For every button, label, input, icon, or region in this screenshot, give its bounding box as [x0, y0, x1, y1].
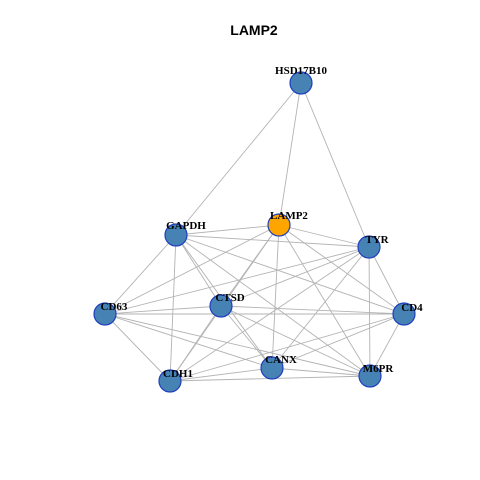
node-label-lamp2: LAMP2: [270, 210, 308, 222]
edge-lamp2-canx: [271, 224, 280, 369]
node-cdh1[interactable]: [158, 369, 182, 393]
node-label-cd63: CD63: [101, 301, 128, 313]
edge-cd4-m6pr: [369, 313, 405, 377]
edge-tyr-cd63: [104, 246, 370, 315]
node-canx[interactable]: [260, 356, 284, 380]
node-m6pr[interactable]: [358, 364, 382, 388]
nodes-layer: [93, 71, 416, 393]
edge-hsd17b10-gapdh: [175, 82, 302, 236]
edge-gapdh-ctsd: [175, 234, 222, 307]
node-lamp2[interactable]: [267, 213, 291, 237]
edge-tyr-m6pr: [368, 246, 371, 377]
node-label-canx: CANX: [265, 354, 297, 366]
edge-tyr-ctsd: [220, 246, 370, 307]
edge-cd4-canx: [271, 313, 405, 369]
edge-lamp2-cd63: [104, 224, 280, 315]
edge-hsd17b10-tyr: [300, 82, 370, 248]
edge-cd63-canx: [104, 313, 273, 369]
edge-cd63-m6pr: [104, 313, 371, 377]
node-gapdh[interactable]: [164, 223, 188, 247]
node-label-cd4: CD4: [401, 302, 423, 314]
diagram-title: LAMP2: [230, 22, 278, 38]
edge-ctsd-cdh1: [169, 305, 222, 382]
edge-lamp2-cd4: [278, 224, 405, 315]
edge-ctsd-m6pr: [220, 305, 371, 377]
edge-lamp2-tyr: [278, 224, 370, 248]
node-ctsd[interactable]: [209, 294, 233, 318]
node-cd4[interactable]: [392, 302, 416, 326]
edge-cd4-cdh1: [169, 313, 405, 382]
node-hsd17b10[interactable]: [289, 71, 313, 95]
edge-tyr-canx: [271, 246, 370, 369]
edge-gapdh-cd63: [104, 234, 177, 315]
edge-gapdh-tyr: [175, 234, 370, 248]
node-label-hsd17b10: HSD17B10: [275, 65, 327, 77]
node-label-ctsd: CTSD: [215, 292, 244, 304]
edge-canx-m6pr: [271, 367, 371, 377]
node-tyr[interactable]: [357, 235, 381, 259]
node-label-cdh1: CDH1: [163, 368, 193, 380]
node-label-m6pr: M6PR: [363, 363, 395, 375]
edges-layer: [104, 82, 405, 382]
edge-cd63-ctsd: [104, 305, 222, 315]
edge-hsd17b10-lamp2: [278, 82, 302, 226]
node-label-gapdh: GAPDH: [166, 220, 206, 232]
node-cd63[interactable]: [93, 302, 117, 326]
edge-canx-cdh1: [169, 367, 273, 382]
edge-gapdh-cd4: [175, 234, 405, 315]
edge-cd63-cdh1: [104, 313, 171, 382]
edge-gapdh-m6pr: [175, 234, 371, 377]
edge-tyr-cd4: [368, 246, 405, 315]
edge-lamp2-m6pr: [278, 224, 371, 377]
edge-gapdh-lamp2: [175, 224, 280, 236]
edge-gapdh-cdh1: [169, 234, 177, 382]
node-label-tyr: TYR: [365, 234, 389, 246]
edge-ctsd-cd4: [220, 305, 405, 315]
edge-ctsd-canx: [220, 305, 273, 369]
